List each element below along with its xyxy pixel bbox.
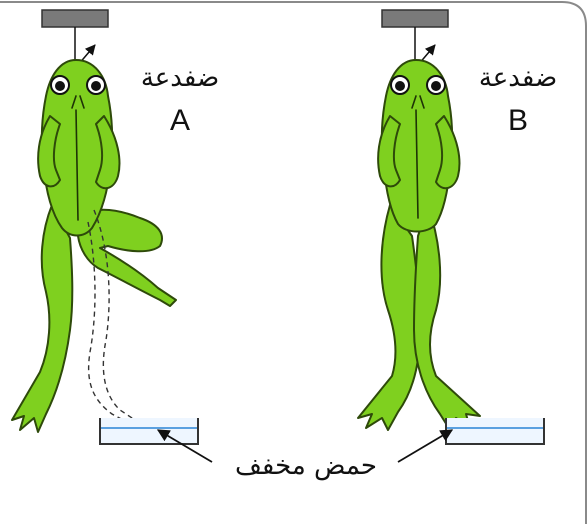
frog-b-spine [415,109,419,219]
acid-label: حمض مخفف [235,451,377,481]
frog-b-right-arm [435,115,461,190]
acid-pointer-b [397,429,454,463]
frog-b-title: ضفدعة [479,63,557,93]
clamp-b [381,9,449,28]
frog-a-spine [75,109,79,221]
frog-a-right-leg [77,208,177,307]
frog-a-left-arm [37,115,61,188]
acid-pointer-a [156,429,213,463]
frog-a-right-arm [95,115,121,190]
frog-a-left-leg [11,204,74,433]
frog-a-letter: A [170,104,190,137]
frog-b [357,9,545,445]
frog-b-letter: B [508,104,528,137]
frog-b-right-leg [413,205,481,431]
frog-b-left-leg [357,204,421,431]
frog-a-dashed-leg [87,209,151,431]
acid-dish-a [99,418,199,445]
acid-dish-b [445,418,545,445]
clamp-a [41,9,109,28]
frog-a [11,9,199,445]
frog-b-left-arm [377,115,401,188]
frog-a-title: ضفدعة [141,63,219,93]
